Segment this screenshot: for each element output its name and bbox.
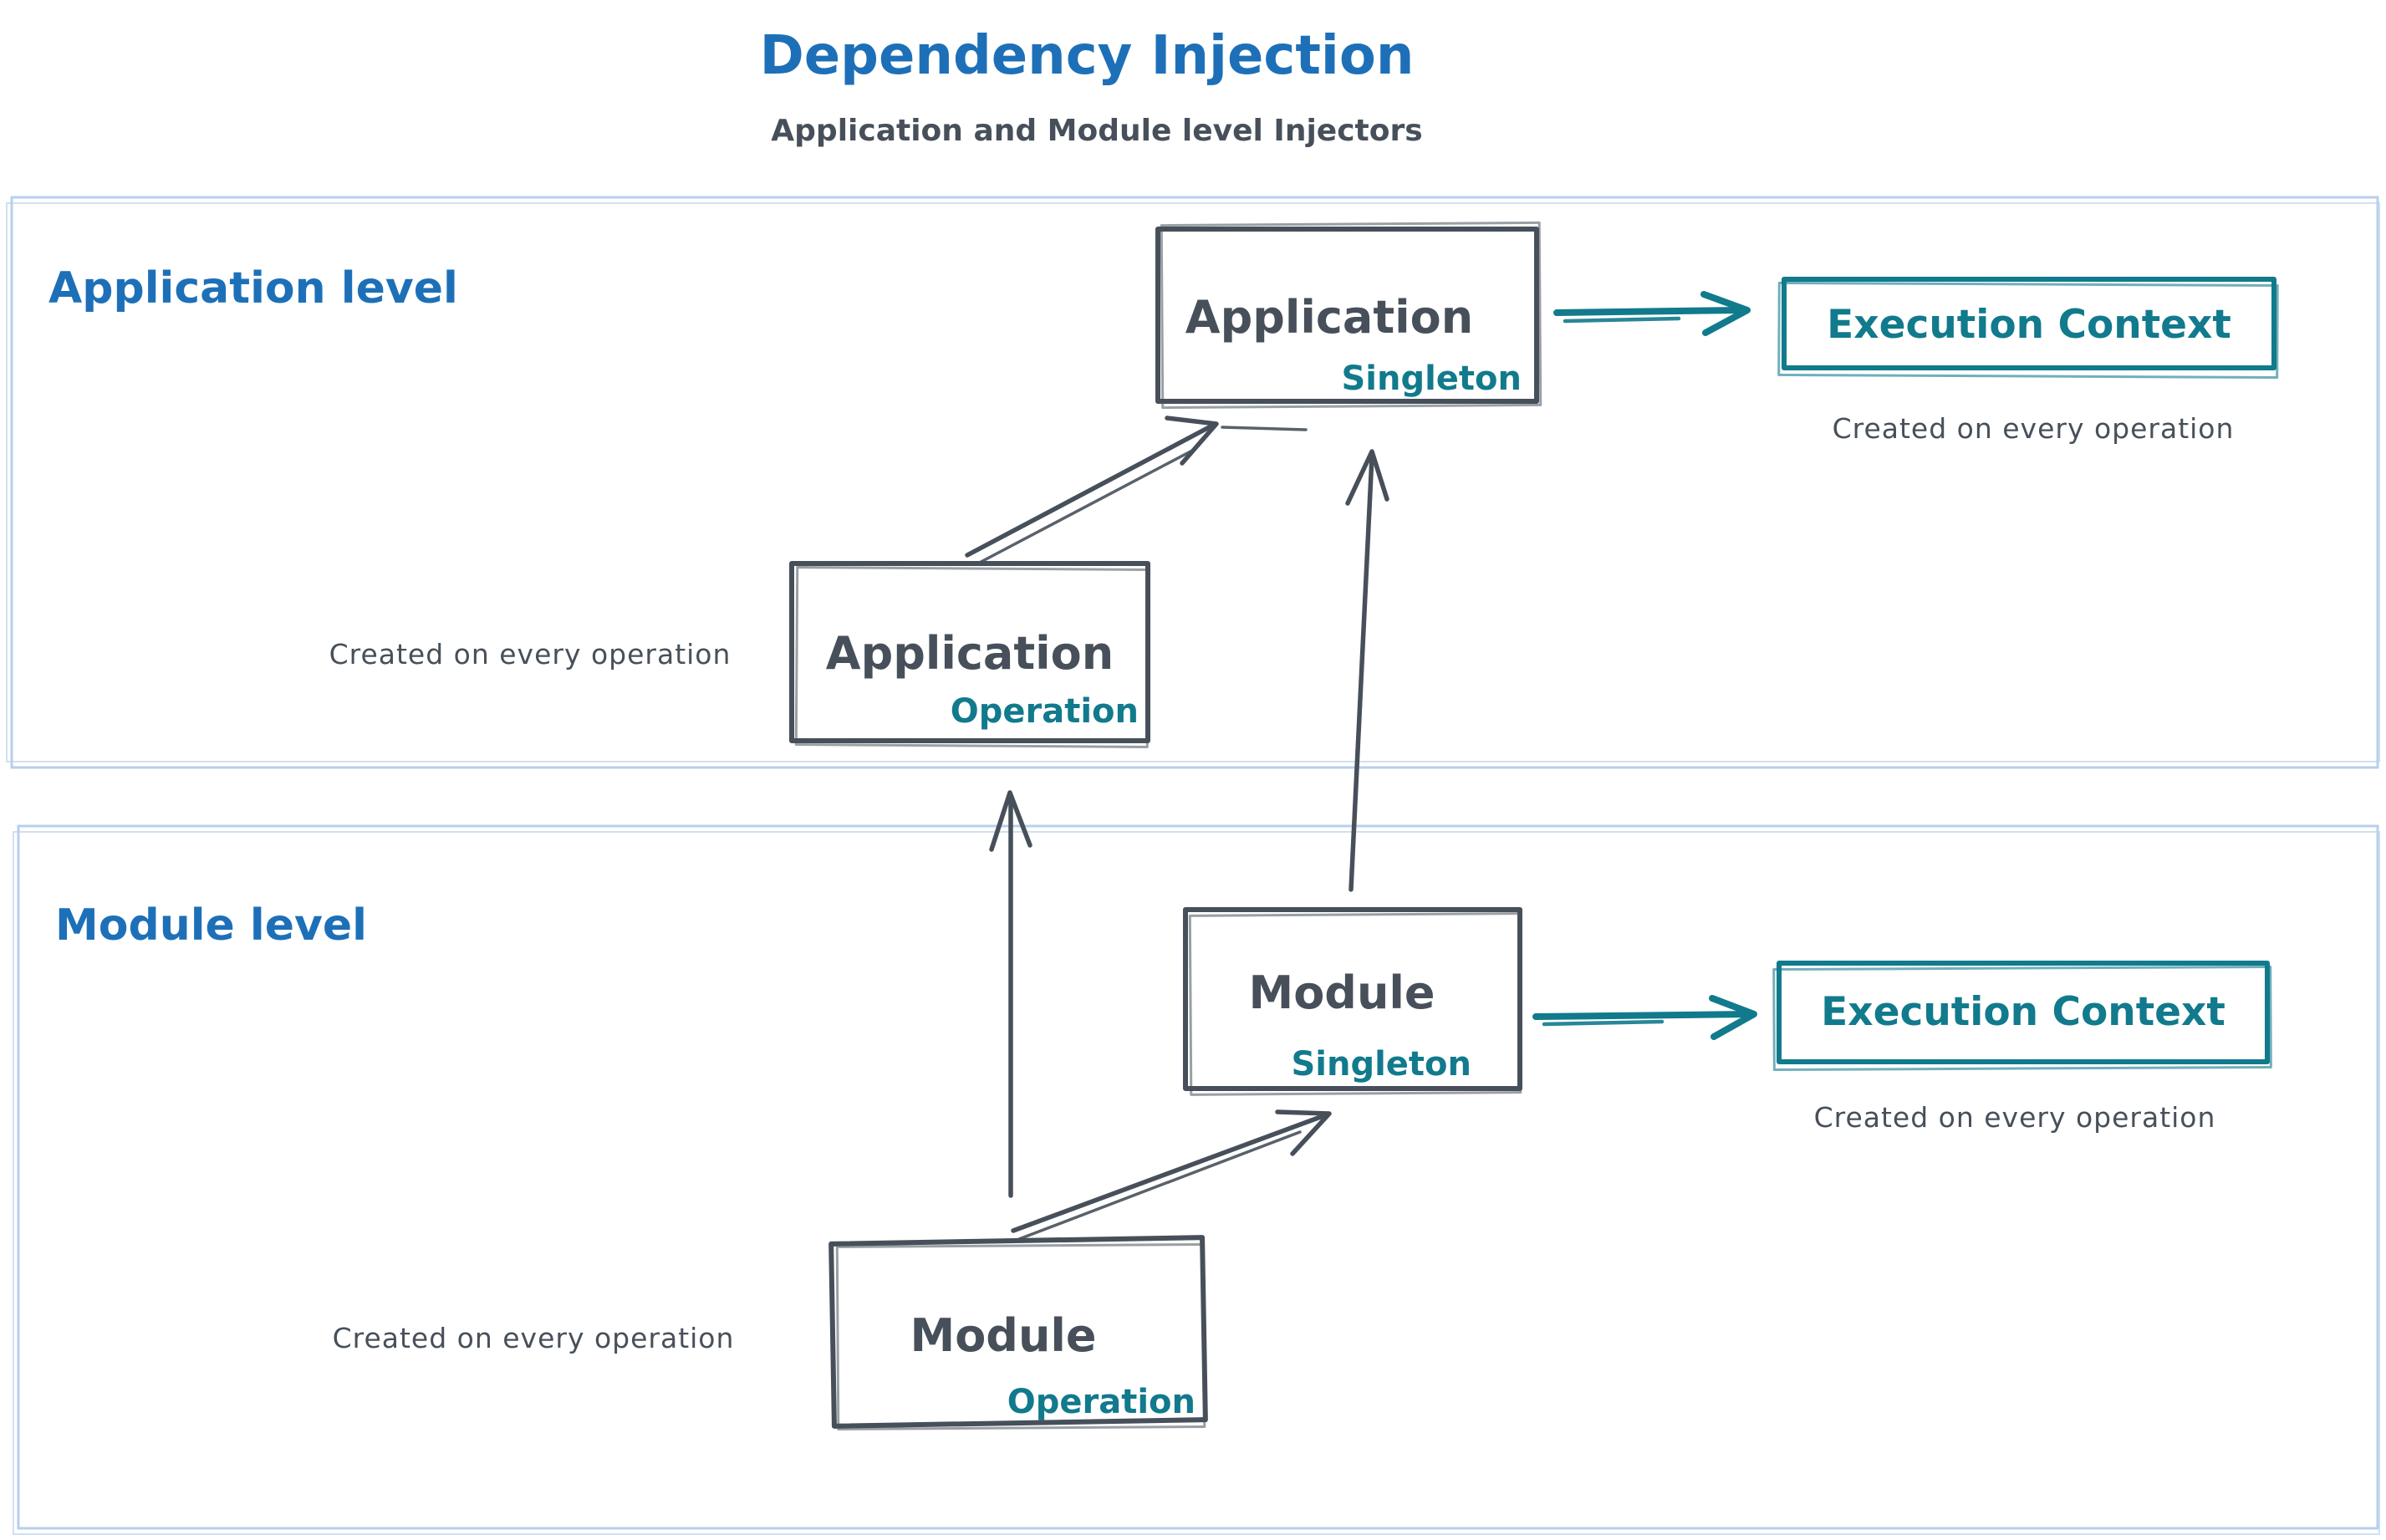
arrow-head (1165, 416, 1219, 466)
application-singleton-box-sketch (1160, 221, 1542, 410)
arrow-line (965, 422, 1216, 558)
arrow-head (1275, 1109, 1332, 1156)
arrow-line-sketch (1563, 316, 1681, 324)
arrow-app-operation-to-app-singleton (965, 416, 1308, 568)
application-singleton-label: Application (1185, 291, 1473, 344)
application-operation-box (789, 561, 1150, 743)
arrow-line-sketch (971, 450, 1192, 568)
arrow-head (1709, 995, 1757, 1040)
application-execution-context-box (1782, 277, 2276, 370)
application-section-label: Application level (48, 263, 458, 314)
module-section-border-sketch (13, 831, 2380, 1535)
module-singleton-box (1183, 907, 1522, 1091)
module-operation-label: Module (910, 1309, 1096, 1362)
application-execution-context-note: Created on every operation (1833, 412, 2235, 445)
arrow-line (1532, 1011, 1752, 1020)
module-execution-context-box (1777, 961, 2270, 1064)
module-execution-context-box-sketch (1772, 965, 2272, 1072)
application-operation-label: Application (826, 627, 1114, 680)
diagram-subtitle: Application and Module level Injectors (771, 114, 1422, 148)
node-module-execution-context: Execution Context (1772, 961, 2272, 1072)
module-operation-sublabel: Operation (1007, 1383, 1196, 1421)
arrow-app-singleton-to-execution-context (1553, 291, 1751, 336)
node-module-singleton: Module Singleton (1183, 907, 1522, 1096)
application-singleton-sublabel: Singleton (1341, 360, 1522, 398)
module-section-border (17, 824, 2379, 1530)
diagram-title: Dependency Injection (760, 25, 1415, 87)
application-section-border-sketch (6, 202, 2380, 762)
node-application-singleton: Application Singleton (1155, 221, 1542, 410)
application-operation-sublabel: Operation (951, 692, 1139, 731)
module-singleton-label: Module (1248, 966, 1435, 1019)
application-execution-context-box-sketch (1777, 281, 2279, 380)
arrow-module-operation-to-app-operation (989, 790, 1032, 1198)
node-application-operation: Application Operation (789, 561, 1150, 748)
application-execution-context-label: Execution Context (1827, 302, 2231, 348)
module-execution-context-label: Execution Context (1821, 989, 2225, 1035)
node-application-execution-context: Execution Context (1777, 277, 2279, 380)
arrow-line-sketch (1017, 1130, 1302, 1241)
arrow-line (1553, 307, 1744, 316)
module-singleton-box-sketch (1188, 912, 1522, 1096)
section-module-level: Module level (13, 824, 2380, 1535)
arrow-module-operation-to-module-singleton (1011, 1109, 1332, 1241)
node-module-operation: Module Operation (828, 1235, 1208, 1431)
arrow-head (1700, 291, 1751, 336)
application-singleton-box (1155, 227, 1539, 404)
arrow-line (1011, 1113, 1328, 1233)
module-operation-note: Created on every operation (333, 1322, 735, 1354)
application-operation-note: Created on every operation (329, 638, 732, 671)
arrow-module-singleton-to-app-singleton (1345, 449, 1389, 892)
arrow-head-sketch (1221, 426, 1308, 431)
arrow-line-sketch (1542, 1019, 1665, 1027)
module-section-label: Module level (55, 900, 367, 951)
application-operation-box-sketch (794, 566, 1150, 748)
arrow-module-singleton-to-execution-context (1532, 995, 1757, 1040)
arrow-head (1345, 449, 1389, 506)
module-execution-context-note: Created on every operation (1814, 1101, 2216, 1134)
arrow-head (989, 790, 1032, 852)
application-section-border (10, 196, 2379, 769)
section-application-level: Application level (6, 196, 2380, 769)
arrow-line (1348, 454, 1374, 892)
module-operation-box-sketch (835, 1242, 1206, 1431)
module-singleton-sublabel: Singleton (1291, 1045, 1471, 1084)
